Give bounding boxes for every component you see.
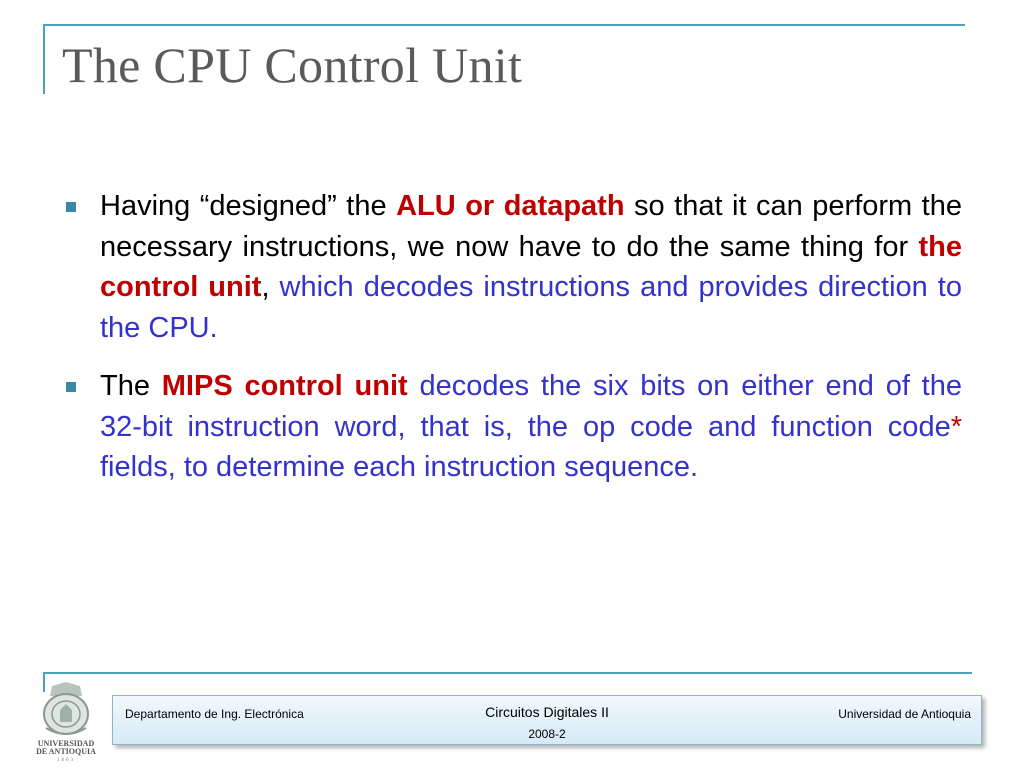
footer-department: Departamento de Ing. Electrónica bbox=[125, 707, 304, 721]
footer-box: Departamento de Ing. Electrónica Circuit… bbox=[112, 695, 982, 745]
svg-text:1803: 1803 bbox=[57, 758, 75, 762]
bullet-2-text-blue-2: fields, to determine each instruction se… bbox=[100, 451, 699, 483]
top-left-rule bbox=[43, 24, 45, 94]
bullet-list: Having “designed” the ALU or datapath so… bbox=[62, 186, 962, 506]
footer-course: Circuitos Digitales II bbox=[485, 704, 609, 720]
bottom-rule bbox=[43, 672, 972, 674]
square-bullet-icon bbox=[66, 202, 76, 212]
slide-title: The CPU Control Unit bbox=[62, 37, 523, 93]
footer-semester: 2008-2 bbox=[528, 727, 566, 741]
bullet-2-text-blue-1: decodes the six bits on either end of th… bbox=[100, 370, 962, 443]
bottom-left-rule bbox=[43, 672, 45, 692]
bullet-2-asterisk: * bbox=[950, 410, 962, 443]
bullet-2-highlight-mips: MIPS control unit bbox=[161, 370, 408, 402]
bullet-1-highlight-control-unit: the control unit bbox=[100, 230, 962, 304]
bullet-1-text-2: so that it can perform the necessary ins… bbox=[100, 190, 962, 263]
square-bullet-icon bbox=[66, 382, 76, 392]
bullet-1-text-blue: which decodes instructions and provides … bbox=[100, 271, 962, 344]
bullet-2-text-1: The bbox=[100, 370, 162, 402]
footer-university: Universidad de Antioquia bbox=[838, 707, 971, 721]
bullet-1-text-3: , bbox=[261, 271, 280, 303]
bullet-1-highlight-alu: ALU or datapath bbox=[396, 190, 625, 222]
bullet-item-2: The MIPS control unit decodes the six bi… bbox=[62, 366, 962, 488]
svg-text:UNIVERSIDAD: UNIVERSIDAD bbox=[38, 739, 95, 748]
bullet-1-text-1: Having “designed” the bbox=[100, 190, 397, 222]
svg-text:DE ANTIOQUIA: DE ANTIOQUIA bbox=[36, 747, 96, 756]
top-rule bbox=[43, 24, 965, 26]
university-seal-logo: UNIVERSIDAD DE ANTIOQUIA 1803 bbox=[36, 682, 96, 762]
bullet-item-1: Having “designed” the ALU or datapath so… bbox=[62, 186, 962, 348]
